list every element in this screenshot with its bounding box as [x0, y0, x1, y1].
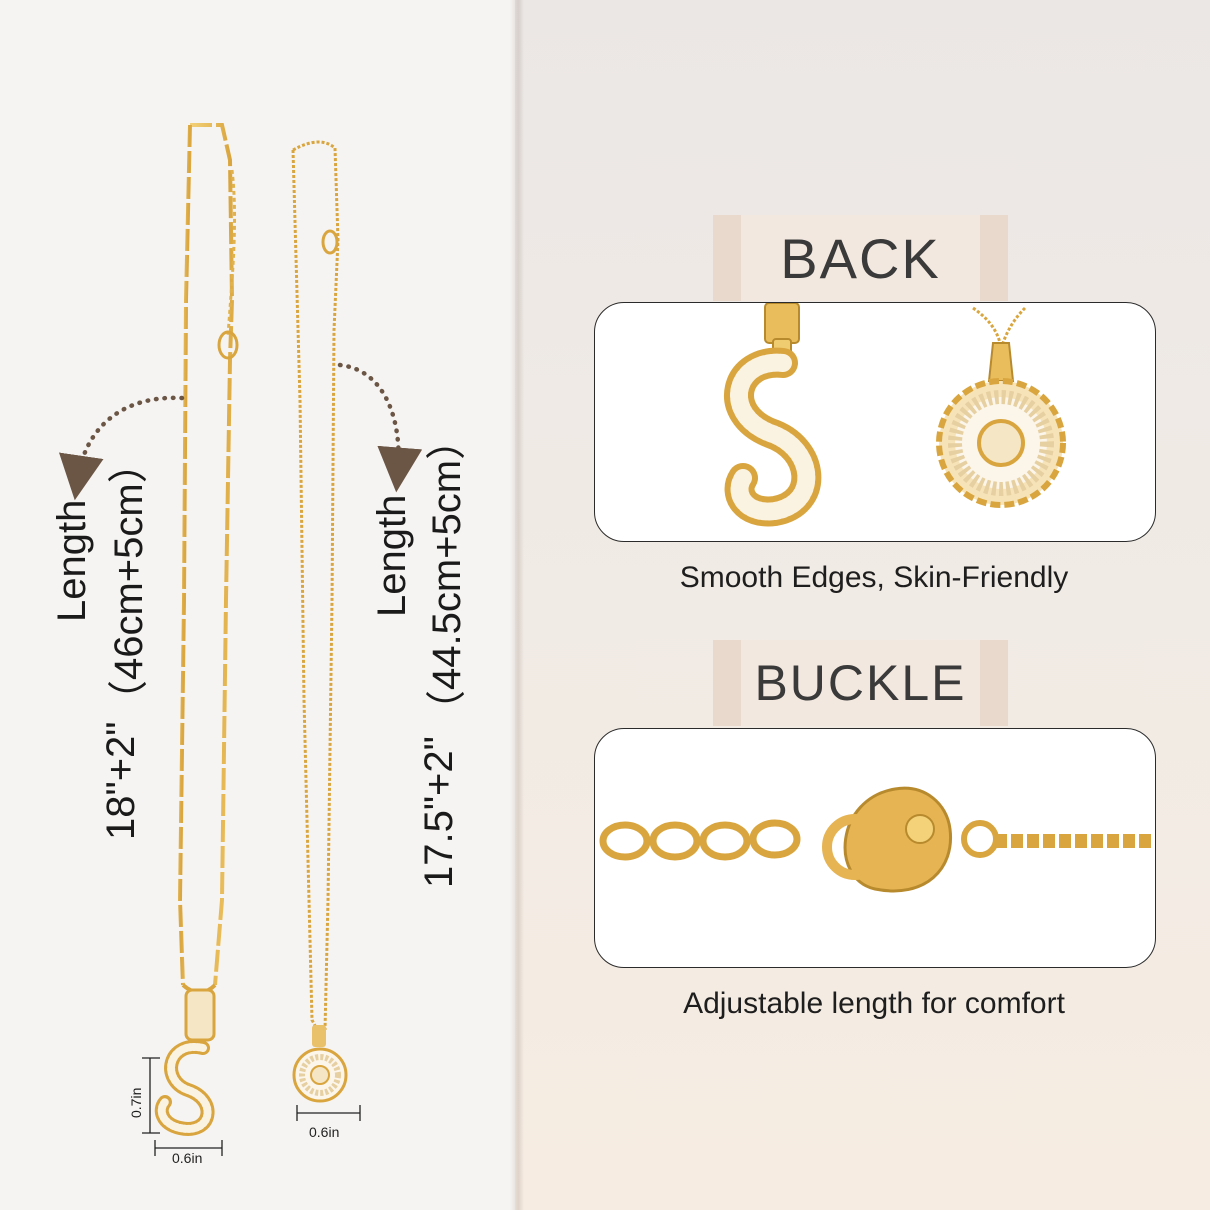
necklace-2 — [291, 140, 348, 1103]
sun-pendant-back — [936, 306, 1066, 508]
pendant-width-label-2: 0.6in — [309, 1124, 340, 1140]
length-metric-2: （44.5cm+5cm） — [425, 419, 469, 730]
buckle-photo — [594, 728, 1156, 968]
length-metric-1: （46cm+5cm） — [107, 443, 151, 720]
length-imperial-2: 17.5"+2" — [417, 736, 461, 888]
pendant-height-label: 0.7in — [128, 1087, 144, 1118]
s-pendant-back — [724, 303, 822, 527]
back-title: BACK — [780, 226, 941, 290]
buckle-caption: Adjustable length for comfort — [683, 987, 1065, 1020]
length-arrow-2 — [337, 362, 423, 493]
dimension-lines-1 — [142, 1057, 223, 1156]
necklaces-illustration — [58, 123, 423, 1156]
left-panel — [0, 0, 515, 1210]
length-imperial-1: 18"+2" — [99, 721, 143, 841]
panel-divider — [510, 0, 524, 1210]
buckle-title: BUCKLE — [754, 655, 967, 711]
extender-chain — [599, 819, 801, 861]
length-label-1: Length — [50, 499, 94, 622]
back-photo — [594, 302, 1156, 542]
length-arrow-1 — [58, 395, 185, 501]
necklace-1 — [154, 123, 239, 1136]
back-caption: Smooth Edges, Skin-Friendly — [679, 561, 1069, 594]
back-header: BACK — [713, 215, 1008, 301]
pendant-width-label-1: 0.6in — [172, 1150, 203, 1166]
right-panel — [515, 0, 1210, 1210]
buckle-header: BUCKLE — [713, 640, 1008, 726]
dimension-lines-2 — [296, 1105, 361, 1121]
lobster-clasp — [822, 786, 999, 893]
length-label-2: Length — [370, 494, 414, 617]
